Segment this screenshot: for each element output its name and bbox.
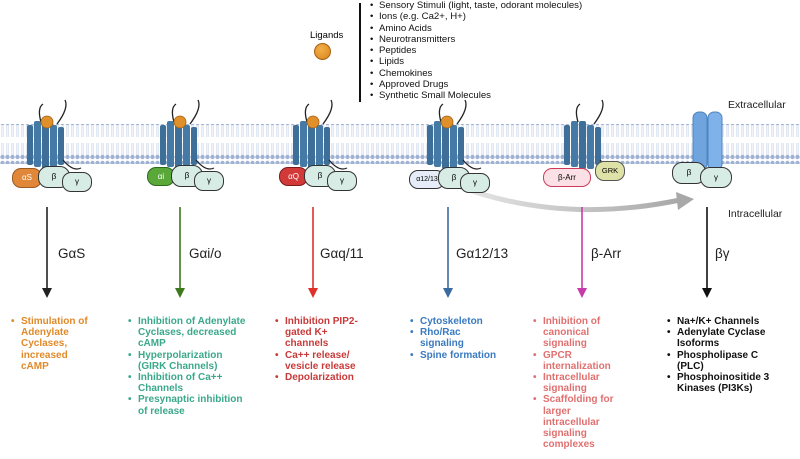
ligand-item: Lipids	[370, 56, 582, 68]
ligand-item: Approved Drugs	[370, 79, 582, 91]
ligand-item: Sensory Stimuli (light, taste, odorant m…	[370, 0, 582, 12]
pathway-label-ga12: Gα12/13	[456, 246, 509, 261]
gpcr-receptor	[293, 99, 348, 170]
extracellular-label: Extracellular	[728, 99, 786, 111]
outcome-item: Rho/Rac signaling	[410, 327, 500, 349]
outcome-item: Presynaptic inhibition of release	[128, 394, 252, 416]
gamma-subunit: γ	[327, 171, 357, 191]
pathway-label-bg: βγ	[715, 246, 730, 261]
membrane-diagram	[0, 99, 800, 213]
ligands-label: Ligands	[310, 30, 344, 41]
arrow-head	[676, 192, 694, 210]
outcome-item: Phosphoinositide 3 Kinases (PI3Ks)	[667, 372, 777, 394]
ligand-item: Amino Acids	[370, 23, 582, 35]
outcomes-barr: Inhibition of canonical signaling GPCR i…	[533, 316, 629, 450]
gamma-subunit: γ	[700, 167, 732, 188]
gamma-subunit: γ	[460, 173, 490, 193]
beta-arrestin-protein: β-Arr	[543, 168, 591, 187]
outcome-item: Adenylate Cyclase Isoforms	[667, 327, 777, 349]
outcomes-bg: Na+/K+ Channels Adenylate Cyclase Isofor…	[667, 316, 777, 394]
outcomes-gai: Inhibition of Adenylate Cyclases, decrea…	[128, 316, 252, 417]
ion-channel	[692, 111, 723, 171]
outcome-item: Inhibition of Adenylate Cyclases, decrea…	[128, 316, 252, 350]
ligand-icon	[314, 43, 331, 60]
arrow-gaq	[308, 207, 318, 298]
outcome-item: Intracellular signaling	[533, 372, 629, 394]
arrow-gas	[42, 207, 52, 298]
outcome-item: Hyperpolarization (GIRK Channels)	[128, 350, 252, 372]
outcome-item: Depolarization	[275, 372, 369, 383]
outcome-item: Scaffolding for larger intracellular sig…	[533, 394, 629, 450]
outcome-item: Spine formation	[410, 350, 500, 361]
pathway-label-gai: Gαi/o	[189, 246, 222, 261]
ligand-divider	[359, 3, 361, 102]
ligand-item: Synthetic Small Molecules	[370, 90, 582, 102]
intracellular-label: Intracellular	[728, 208, 783, 220]
ligand-list: Sensory Stimuli (light, taste, odorant m…	[370, 0, 582, 102]
outcomes-gaq: Inhibition PIP2-gated K+ channels Ca++ r…	[275, 316, 369, 383]
ligand-item: Ions (e.g. Ca2+, H+)	[370, 11, 582, 23]
outcome-item: Phospholipase C (PLC)	[667, 350, 777, 372]
outcomes-ga12: Cytoskeleton Rho/Rac signaling Spine for…	[410, 316, 500, 361]
arrow-barr	[577, 207, 587, 298]
gamma-subunit: γ	[194, 171, 224, 191]
arrow-bg	[702, 207, 712, 298]
lipid-bilayer	[0, 124, 800, 164]
pathway-label-barr: β-Arr	[591, 246, 622, 261]
gamma-subunit: γ	[62, 172, 92, 192]
outcome-item: GPCR internalization	[533, 350, 629, 372]
outcome-item: Inhibition PIP2-gated K+ channels	[275, 316, 369, 350]
pathway-arrows	[42, 207, 712, 298]
outcome-item: Na+/K+ Channels	[667, 316, 777, 327]
ligand-item: Peptides	[370, 45, 582, 57]
outcome-item: Inhibition of Ca++ Channels	[128, 372, 252, 394]
grk-protein: GRK	[595, 161, 625, 181]
outcomes-gas: Stimulation of Adenylate Cyclases, incre…	[11, 316, 89, 372]
outcome-item: Inhibition of canonical signaling	[533, 316, 629, 350]
outcome-item: Ca++ release/ vesicle release	[275, 350, 369, 372]
arrow-ga12	[443, 207, 453, 298]
beta-gamma-release-arrow	[454, 182, 681, 213]
gpcr-receptor	[27, 99, 82, 170]
ligand-item: Neurotransmitters	[370, 34, 582, 46]
gpcr-receptor	[564, 99, 619, 170]
arrow-gai	[175, 207, 185, 298]
gpcr-receptor	[427, 99, 482, 170]
outcome-item: Stimulation of Adenylate Cyclases, incre…	[11, 316, 89, 372]
ligand-item: Chemokines	[370, 68, 582, 80]
pathway-label-gas: GαS	[58, 246, 86, 261]
outcome-item: Cytoskeleton	[410, 316, 500, 327]
pathway-label-gaq: Gαq/11	[320, 246, 364, 261]
gpcr-receptor	[160, 99, 215, 170]
